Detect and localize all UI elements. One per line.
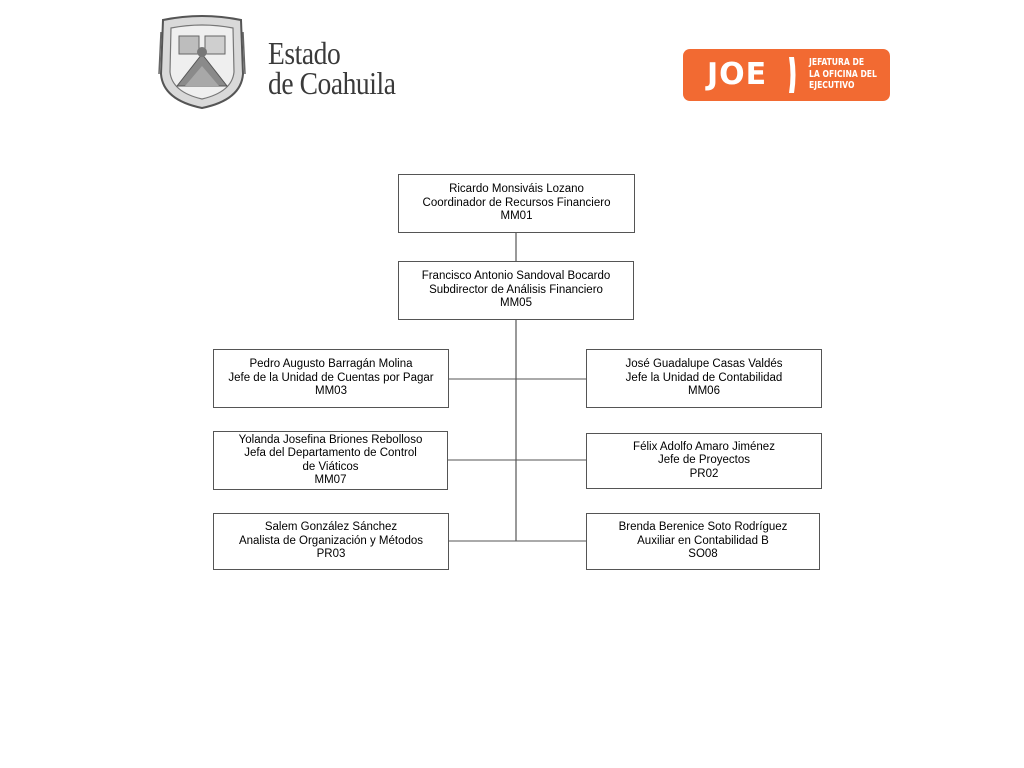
org-node-cuentas-por-pagar: Pedro Augusto Barragán Molina Jefe de la… (213, 349, 449, 408)
state-wordmark: Estado de Coahuila (268, 35, 416, 101)
node-name: Pedro Augusto Barragán Molina (249, 358, 413, 371)
node-name: Salem González Sánchez (264, 521, 398, 534)
node-title: Jefa del Departamento de Control (244, 447, 417, 459)
node-code: MM06 (688, 385, 720, 398)
node-code: PR03 (316, 548, 346, 561)
node-title: Auxiliar en Contabilidad B (637, 534, 769, 547)
state-wordmark-line1: Estado (268, 35, 341, 71)
node-name: Ricardo Monsiváis Lozano (449, 183, 584, 196)
org-node-coordinator: Ricardo Monsiváis Lozano Coordinador de … (398, 174, 635, 233)
org-node-auxiliar-contabilidad: Brenda Berenice Soto Rodríguez Auxiliar … (586, 513, 820, 570)
org-node-contabilidad: José Guadalupe Casas Valdés Jefe la Unid… (586, 349, 822, 408)
node-code: MM03 (315, 385, 347, 398)
node-code: MM05 (500, 297, 532, 310)
coahuila-seal-logo (155, 14, 249, 110)
node-title: Subdirector de Análisis Financiero (429, 283, 603, 296)
node-name: Yolanda Josefina Briones Rebolloso (238, 433, 423, 446)
node-code: PR02 (689, 467, 719, 480)
joe-logo-word: JOE (707, 57, 768, 92)
org-node-analista-organizacion: Salem González Sánchez Analista de Organ… (213, 513, 449, 570)
joe-subtitle-line1: JEFATURA DE (809, 57, 865, 68)
joe-bracket-icon (789, 57, 796, 93)
node-title: Coordinador de Recursos Financiero (422, 196, 611, 209)
joe-logo: JOE JEFATURA DE LA OFICINA DEL EJECUTIVO (683, 49, 890, 101)
node-title: Jefe la Unidad de Contabilidad (625, 371, 783, 384)
node-title: Analista de Organización y Métodos (238, 534, 424, 547)
node-code: SO08 (688, 548, 718, 561)
node-code: MM01 (500, 210, 533, 223)
org-node-subdirector: Francisco Antonio Sandoval Bocardo Subdi… (398, 261, 634, 320)
joe-subtitle-line2: LA OFICINA DEL (809, 68, 877, 80)
joe-logo-subtitle: JEFATURA DE LA OFICINA DEL EJECUTIVO (809, 57, 877, 92)
node-title-continued: de Viáticos (302, 460, 359, 473)
node-name: Félix Adolfo Amaro Jiménez (633, 440, 775, 453)
state-wordmark-line2: de Coahuila (268, 65, 396, 101)
org-node-control-viaticos: Yolanda Josefina Briones Rebolloso Jefa … (213, 431, 448, 490)
node-code: MM07 (314, 474, 347, 486)
node-name: Brenda Berenice Soto Rodríguez (618, 521, 788, 534)
node-name: Francisco Antonio Sandoval Bocardo (421, 270, 611, 283)
node-title: Jefe de la Unidad de Cuentas por Pagar (228, 371, 434, 384)
node-name: José Guadalupe Casas Valdés (625, 358, 783, 371)
org-node-proyectos: Félix Adolfo Amaro Jiménez Jefe de Proye… (586, 433, 822, 489)
node-title: Jefe de Proyectos (657, 454, 751, 467)
joe-subtitle-line3: EJECUTIVO (809, 80, 855, 91)
